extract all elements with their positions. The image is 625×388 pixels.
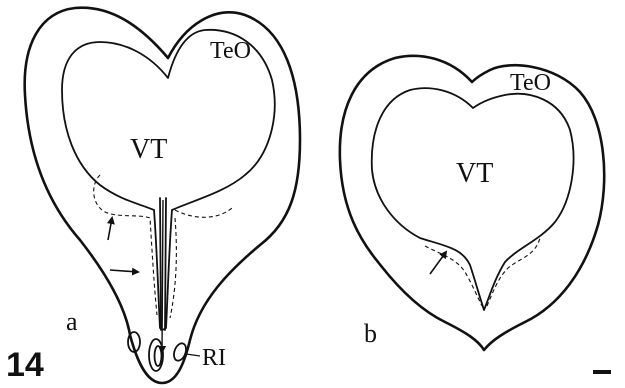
panel-a-nucleus-center-inner bbox=[155, 346, 162, 366]
panel-a-label-teo: TeO bbox=[210, 38, 251, 64]
panel-a-label-vt: VT bbox=[130, 134, 167, 165]
panel-a-letter: a bbox=[66, 307, 78, 336]
panel-b-label-teo: TeO bbox=[510, 70, 551, 96]
panel-b-arrow bbox=[430, 252, 446, 274]
panel-b-outer-contour bbox=[340, 56, 604, 350]
panel-a-label-ri: RI bbox=[202, 345, 226, 371]
panel-a-arrow-midline bbox=[162, 200, 163, 352]
panel-b-dashed-boundary-right bbox=[487, 238, 540, 306]
panel-a-arrow-middle bbox=[110, 270, 138, 272]
panel-a-dashed-boundary-left bbox=[94, 175, 157, 315]
panel-a-arrow-upper bbox=[108, 218, 112, 240]
panel-b-letter: b bbox=[364, 319, 377, 348]
panel-b-label-vt: VT bbox=[456, 158, 493, 189]
figure-number: 14 bbox=[6, 346, 44, 384]
panel-a-ventricle-contour bbox=[62, 30, 275, 330]
panel-a-ri-leader bbox=[186, 354, 200, 356]
panel-b-ventricle-contour bbox=[372, 88, 574, 310]
scale-bar bbox=[593, 370, 611, 374]
panel-b: TeO VT b bbox=[340, 56, 604, 350]
panel-a: TeO VT RI a bbox=[25, 8, 300, 383]
panel-a-nucleus-right bbox=[172, 342, 188, 363]
panel-a-dashed-boundary-upper-right bbox=[175, 208, 232, 217]
